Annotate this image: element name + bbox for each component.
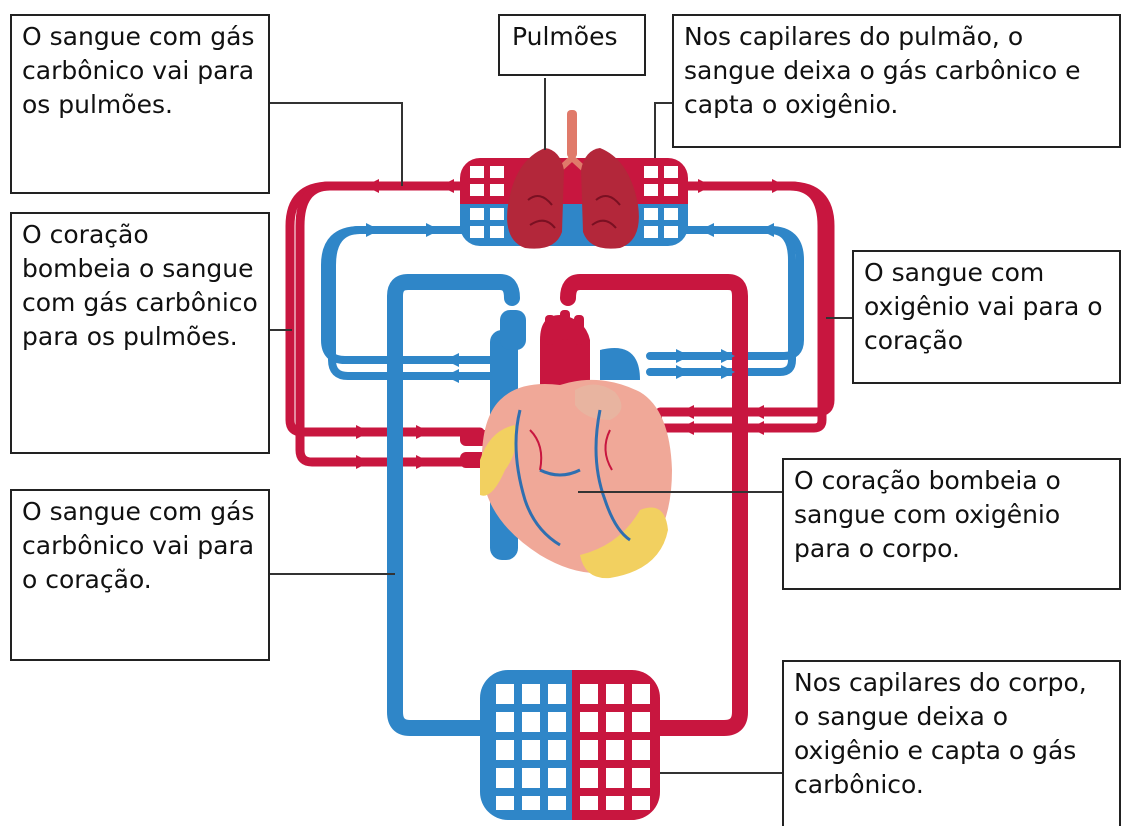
flow-arrows — [356, 179, 786, 469]
pulmonary-inner-vessels — [321, 226, 804, 380]
lung-capillary-grid — [460, 158, 688, 246]
heart-pumps-o2-blood-label: O coração bombeia o sangue com oxigênio … — [782, 458, 1121, 590]
blood-co2-to-lungs-label: O sangue com gás carbônico vai para os p… — [10, 14, 270, 194]
heart-illustration — [460, 310, 672, 579]
pulmonary-outer-vessels — [285, 181, 835, 467]
body-capillary-grid — [480, 670, 660, 820]
blood-co2-to-heart-label: O sangue com gás carbônico vai para o co… — [10, 489, 270, 661]
lungs-label: Pulmões — [498, 14, 646, 76]
lung-capillaries-label: Nos capilares do pulmão, o sangue deixa … — [672, 14, 1121, 148]
connector-lines — [270, 78, 852, 774]
heart-pumps-co2-blood-label: O coração bombeia o sangue com gás carbô… — [10, 212, 270, 454]
lungs-illustration — [507, 110, 639, 249]
body-capillaries-label: Nos capilares do corpo, o sangue deixa o… — [782, 660, 1121, 826]
systemic-vessels — [387, 274, 748, 736]
blood-o2-to-heart-label: O sangue com oxigênio vai para o coração — [852, 250, 1121, 384]
